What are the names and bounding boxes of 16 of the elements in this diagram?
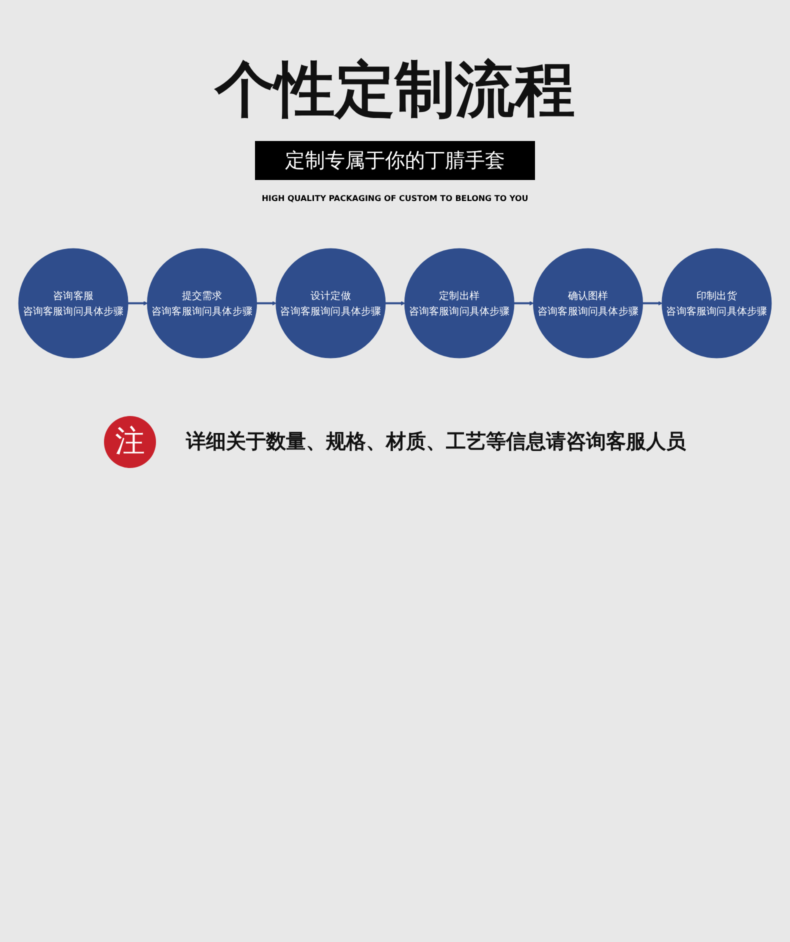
arrow bbox=[514, 301, 534, 306]
node-circle: 咨询客服 咨询客服询问具体步骤 bbox=[18, 248, 128, 358]
arrow bbox=[128, 301, 148, 306]
arrow bbox=[642, 301, 663, 306]
note-marker: 注 bbox=[104, 416, 156, 468]
subtitle: HIGH QUALITY PACKAGING OF CUSTOM TO BELONG TO YOU bbox=[262, 194, 528, 203]
subtitle-banner: 定制专属于你的丁腈手套 bbox=[255, 141, 535, 180]
node-circle: 提交需求 咨询客服询问具体步骤 bbox=[146, 248, 257, 358]
node-circle: 设计定做 咨询客服询问具体步骤 bbox=[276, 248, 386, 358]
node-circle: 定制出样 咨询客服询问具体步骤 bbox=[404, 248, 514, 358]
arrow bbox=[384, 301, 406, 306]
node-circle: 确认图样 咨询客服询问具体步骤 bbox=[533, 248, 644, 358]
note-text: 详细关于数量、规格、材质、工艺等信息请咨询客服人员 bbox=[186, 428, 686, 456]
title: 个性定制流程 bbox=[215, 54, 575, 127]
arrow bbox=[256, 301, 277, 306]
node-circle: 印制出货 咨询客服询问具体步骤 bbox=[662, 248, 772, 358]
